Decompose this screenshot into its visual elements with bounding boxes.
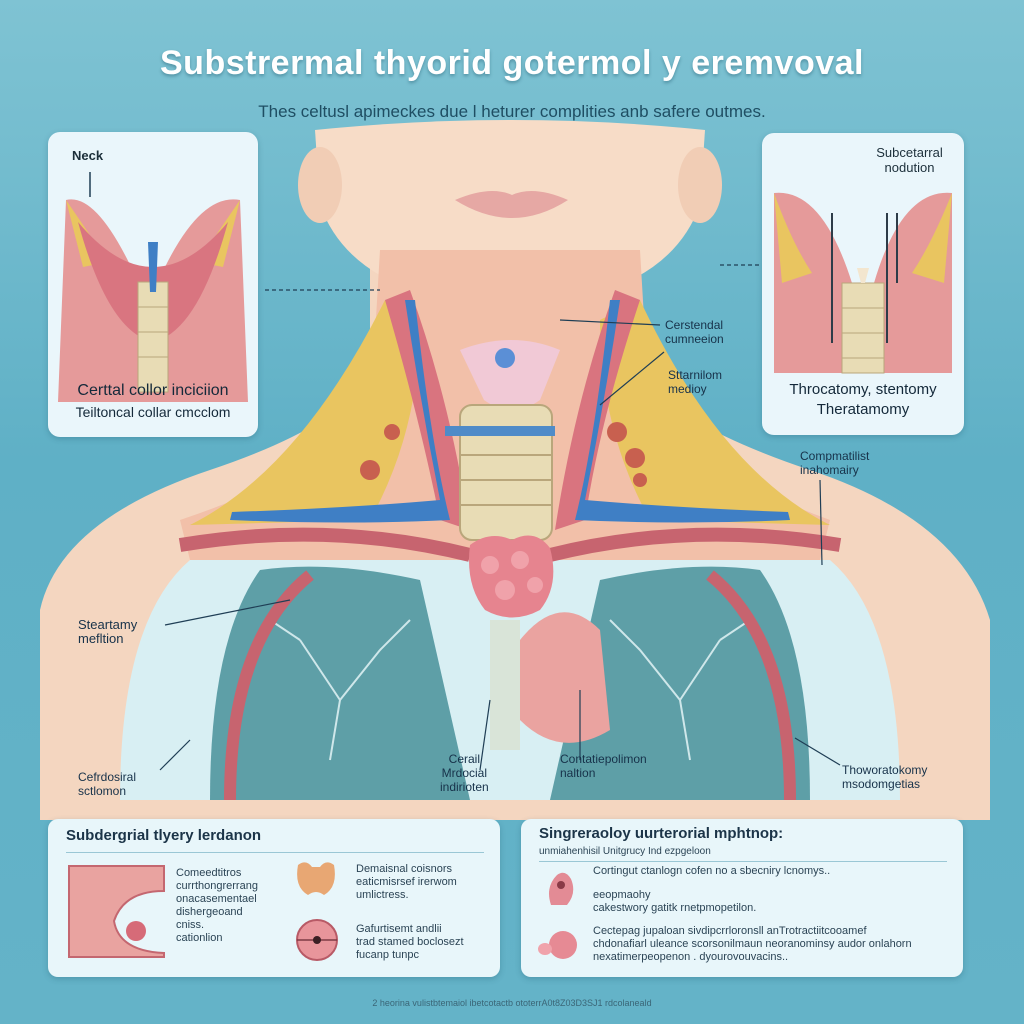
panel-right-line2: eeopmaohy cakestwory gatitk rnetpmopetil… <box>593 889 756 915</box>
label-text: cumneeion <box>665 332 724 346</box>
inset-cervical-incision: Neck Certtal collor inciciion Teiltoncal… <box>48 132 258 437</box>
lung-vessels <box>269 619 411 761</box>
label-text: indirioten <box>440 780 489 794</box>
panel-left-title: Subdergrial tlyery lerdanon <box>66 827 262 844</box>
label-sternal: Sttarnilom medioy <box>668 368 722 396</box>
label-text: Cefrdosiral <box>78 770 137 784</box>
inset-left-label: Neck <box>72 148 104 163</box>
aortic-arch <box>520 612 610 743</box>
thyroid-cartilage <box>460 340 560 410</box>
inset-right-label: Subcetarral nodution <box>862 145 957 175</box>
panel-divider <box>539 861 947 862</box>
label-text: naltion <box>560 766 596 780</box>
panel-text-line: onacasementael <box>176 893 257 905</box>
panel-right-subtitle: unmiahenhisil Unitgrucy Ind ezpgeloon <box>539 846 711 857</box>
nodule-target-icon <box>296 919 338 961</box>
lips <box>455 191 568 218</box>
label-text: medioy <box>668 382 707 396</box>
trachea <box>459 404 553 541</box>
panel-text-line: dishergeoand <box>176 906 243 918</box>
label-text: sctlomon <box>78 784 127 798</box>
panel-text-line: nexatimerpeopenon . dyourovouvacins.. <box>593 951 789 963</box>
lymph-node <box>607 422 627 442</box>
panel-text-line: cationlion <box>176 932 223 944</box>
label-text: mefltion <box>78 631 124 646</box>
inset-right-illustration <box>774 192 952 374</box>
left-rib <box>224 570 314 801</box>
label-cerdosiral: Cefrdosiral sctlomon <box>78 770 136 798</box>
hyoid-marker <box>495 348 515 368</box>
thyroid-gland-icon <box>297 862 335 895</box>
panel-text-line: chdonafiarl uleance scorsonilmaun neoran… <box>593 938 912 950</box>
label-thoworact: Thoworatokomy msodomgetias <box>842 763 927 791</box>
right-ear <box>678 147 722 223</box>
lower-trachea <box>490 620 520 750</box>
panel-divider <box>66 852 484 853</box>
inset-left-illustration <box>58 172 248 402</box>
inset-right-label-2: nodution <box>884 160 935 175</box>
thyroid-cross-section-icon <box>68 865 165 958</box>
panel-substernal-info: Subdergrial tlyery lerdanon Comeedtitros… <box>48 819 500 977</box>
inset-right-caption-1: Throcatomy, stentomy <box>789 381 937 398</box>
right-clavicle <box>548 527 842 562</box>
right-rib <box>706 570 796 801</box>
label-text: Mrdocial <box>441 766 488 780</box>
panel-text-line: Cectepag jupaloan sivdipcrrloronsll anTr… <box>593 925 867 937</box>
panel-text-line: Comeedtitros <box>176 867 242 879</box>
label-text: msodomgetias <box>842 777 921 791</box>
panel-left-col1: Comeedtitros currthongrerrang onacasemen… <box>176 867 258 945</box>
panel-text-line: cniss. <box>176 919 205 931</box>
inset-right-caption-2: Theratamomy <box>816 401 910 418</box>
panel-text-line: umlictress. <box>356 889 409 901</box>
panel-right-title: Singreraoloy uurterorial mphtnop: <box>539 825 784 842</box>
lung-vessels <box>609 619 751 761</box>
left-clavicle <box>178 527 472 562</box>
lymph-node <box>633 473 647 487</box>
label-text: Compmatilist <box>800 449 870 463</box>
label-text: Contatiepolimon <box>560 752 647 766</box>
panel-text-line: eaticmisrsef irerwom <box>356 876 457 888</box>
fat-tissue-right <box>600 300 830 525</box>
label-text: Steartamy <box>78 617 138 632</box>
panel-surgical-approach: Singreraoloy uurterorial mphtnop: unmiah… <box>521 819 963 977</box>
retractor-band <box>445 426 555 436</box>
label-text: Cerstendal <box>665 318 724 332</box>
panel-right-line1: Cortingut ctanlogn cofen no a sbecniry l… <box>593 865 831 877</box>
label-text: inahomairy <box>800 463 859 477</box>
label-compmatilist: Compmatilist inahomairy <box>800 449 869 477</box>
inset-left-caption-2: Teiltoncal collar cmcclom <box>75 404 231 420</box>
panel-text-line: eeopmaohy <box>593 889 651 901</box>
lymph-node <box>384 424 400 440</box>
left-ear <box>298 147 342 223</box>
panel-left-col2b: Gafurtisemt andlii trad stamed boclosezt… <box>356 923 464 962</box>
inset-substernal-nodule: Subcetarral nodution Throcatomy, stentom… <box>762 133 964 435</box>
panel-text-line: Demaisnal coisnors <box>356 863 452 875</box>
panel-text-line: currthongrerrang <box>176 880 258 892</box>
lymph-node <box>625 448 645 468</box>
label-cerail: Cerail Mrdocial indirioten <box>440 752 489 794</box>
label-steartamy: Steartamy mefltion <box>78 618 137 646</box>
panel-text-line: Gafurtisemt andlii <box>356 923 442 935</box>
panel-text-line: fucanp tunpc <box>356 949 419 961</box>
label-cerstendal: Cerstendal cumneeion <box>665 318 724 346</box>
panel-left-col2a: Demaisnal coisnors eaticmisrsef irerwom … <box>356 863 457 902</box>
label-text: Thoworatokomy <box>842 763 928 777</box>
page-subtitle: Thes celtusl apimeckes duе l heturer com… <box>258 102 766 121</box>
inset-left-caption-1: Certtal collor inciciion <box>77 382 229 399</box>
gland-removal-icon <box>538 931 577 959</box>
panel-text-line: cakestwory gatitk rnetpmopetilon. <box>593 902 757 914</box>
label-text: Sttarnilom <box>668 368 723 382</box>
footer-note: 2 heorina vulistbtemaiol ibetcotactb oto… <box>372 998 652 1008</box>
panel-right-line3: Cectepag jupaloan sivdipcrrloronsll anTr… <box>593 925 912 964</box>
lymph-node <box>360 460 380 480</box>
incision-tool-icon <box>549 872 574 905</box>
panel-text-line: trad stamed boclosezt <box>356 936 464 948</box>
substernal-thyroid-mass <box>469 535 554 618</box>
inset-right-label-1: Subcetarral <box>876 145 943 160</box>
label-text: Cerail <box>448 752 481 766</box>
page-title: Substrermal thyorid gotermol y eremvoval <box>160 44 864 82</box>
label-contatie: Contatiepolimon naltion <box>560 752 647 780</box>
